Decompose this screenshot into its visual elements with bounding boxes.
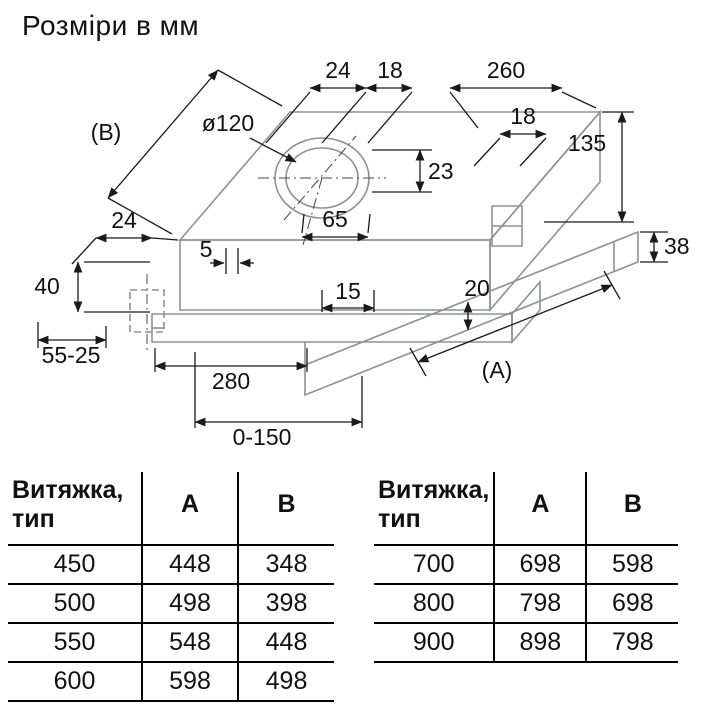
cell-b: 698	[585, 583, 679, 624]
cell-a: 448	[141, 544, 238, 585]
table-row: 500 498 398	[8, 583, 334, 624]
dim-15: 15	[335, 278, 361, 304]
dim-right-18: 18	[510, 103, 536, 129]
dim-260: 260	[487, 57, 525, 83]
table-row: 550 548 448	[8, 622, 334, 663]
cell-a: 698	[493, 544, 587, 585]
flue-axis-down	[302, 177, 323, 246]
dim-b-ref: (B)	[91, 119, 122, 145]
cell-b: 598	[585, 544, 679, 585]
dimension-lines	[37, 69, 668, 428]
dim-5: 5	[200, 236, 213, 262]
column-header-a: A	[141, 472, 238, 546]
cell-b: 498	[237, 661, 334, 702]
cell-type: 900	[374, 622, 495, 663]
cell-type: 600	[8, 661, 142, 702]
bottom-panel	[151, 313, 513, 343]
column-header-a: A	[493, 472, 587, 546]
cell-type: 500	[8, 583, 142, 624]
table-row: 700 698 598	[374, 544, 679, 585]
header-type-line1: Витяжка,	[378, 476, 490, 504]
cell-b: 448	[237, 622, 334, 663]
dim-135: 135	[568, 130, 606, 156]
page-title: Розміри в мм	[22, 10, 200, 41]
header-type-line1: Витяжка,	[12, 476, 124, 504]
column-header-b: B	[585, 472, 679, 546]
dimension-tables: Витяжка, тип A B 450 448 348 500 498 398…	[8, 472, 679, 702]
cell-type: 800	[374, 583, 495, 624]
dim-55-25: 55-25	[42, 342, 101, 368]
table-row: 900 898 798	[374, 622, 679, 663]
dimensions-table-right: Витяжка, тип A B 700 698 598 800 798 698…	[374, 472, 679, 663]
dim-65: 65	[322, 206, 348, 232]
dim-flue-diameter: ø120	[202, 110, 254, 136]
wall-reference-box	[129, 289, 165, 333]
cell-type: 550	[8, 622, 142, 663]
cell-a: 598	[141, 661, 238, 702]
header-type-line2: тип	[12, 504, 55, 533]
hood-dimension-drawing: 24 18 260 (B) ø120 18 135 23 24 65 5 38 …	[34, 57, 689, 450]
dim-0-150: 0-150	[233, 424, 292, 450]
dim-top-24: 24	[325, 57, 351, 83]
bottom-panel-side	[511, 279, 541, 345]
dim-top-18: 18	[377, 57, 403, 83]
column-header-b: B	[237, 472, 334, 546]
telescopic-visor	[304, 230, 639, 397]
dim-38: 38	[664, 233, 690, 259]
dim-280: 280	[212, 368, 250, 394]
rail-bracket	[491, 205, 523, 247]
header-type-line2: тип	[378, 504, 421, 533]
cell-b: 348	[237, 544, 334, 585]
dim-40: 40	[34, 273, 60, 299]
dimensions-table-left: Витяжка, тип A B 450 448 348 500 498 398…	[8, 472, 334, 702]
cell-a: 798	[493, 583, 587, 624]
dim-left-24: 24	[111, 207, 137, 233]
cell-type: 700	[374, 544, 495, 585]
table-row: 450 448 348	[8, 544, 334, 585]
dim-20: 20	[464, 275, 490, 301]
table-header-row: Витяжка, тип A B	[374, 472, 679, 546]
cell-a: 898	[493, 622, 587, 663]
dim-23: 23	[428, 158, 454, 184]
column-header-type: Витяжка, тип	[374, 472, 495, 546]
table-header-row: Витяжка, тип A B	[8, 472, 334, 546]
table-row: 800 798 698	[374, 583, 679, 624]
cell-a: 498	[141, 583, 238, 624]
dimension-labels: 24 18 260 (B) ø120 18 135 23 24 65 5 38 …	[34, 57, 689, 450]
column-header-type: Витяжка, тип	[8, 472, 142, 546]
flue-center-depth	[283, 135, 357, 221]
dim-a-ref: (A)	[482, 357, 513, 383]
cell-b: 398	[237, 583, 334, 624]
table-row: 600 598 498	[8, 661, 334, 702]
cell-a: 548	[141, 622, 238, 663]
cell-type: 450	[8, 544, 142, 585]
cell-b: 798	[585, 622, 679, 663]
